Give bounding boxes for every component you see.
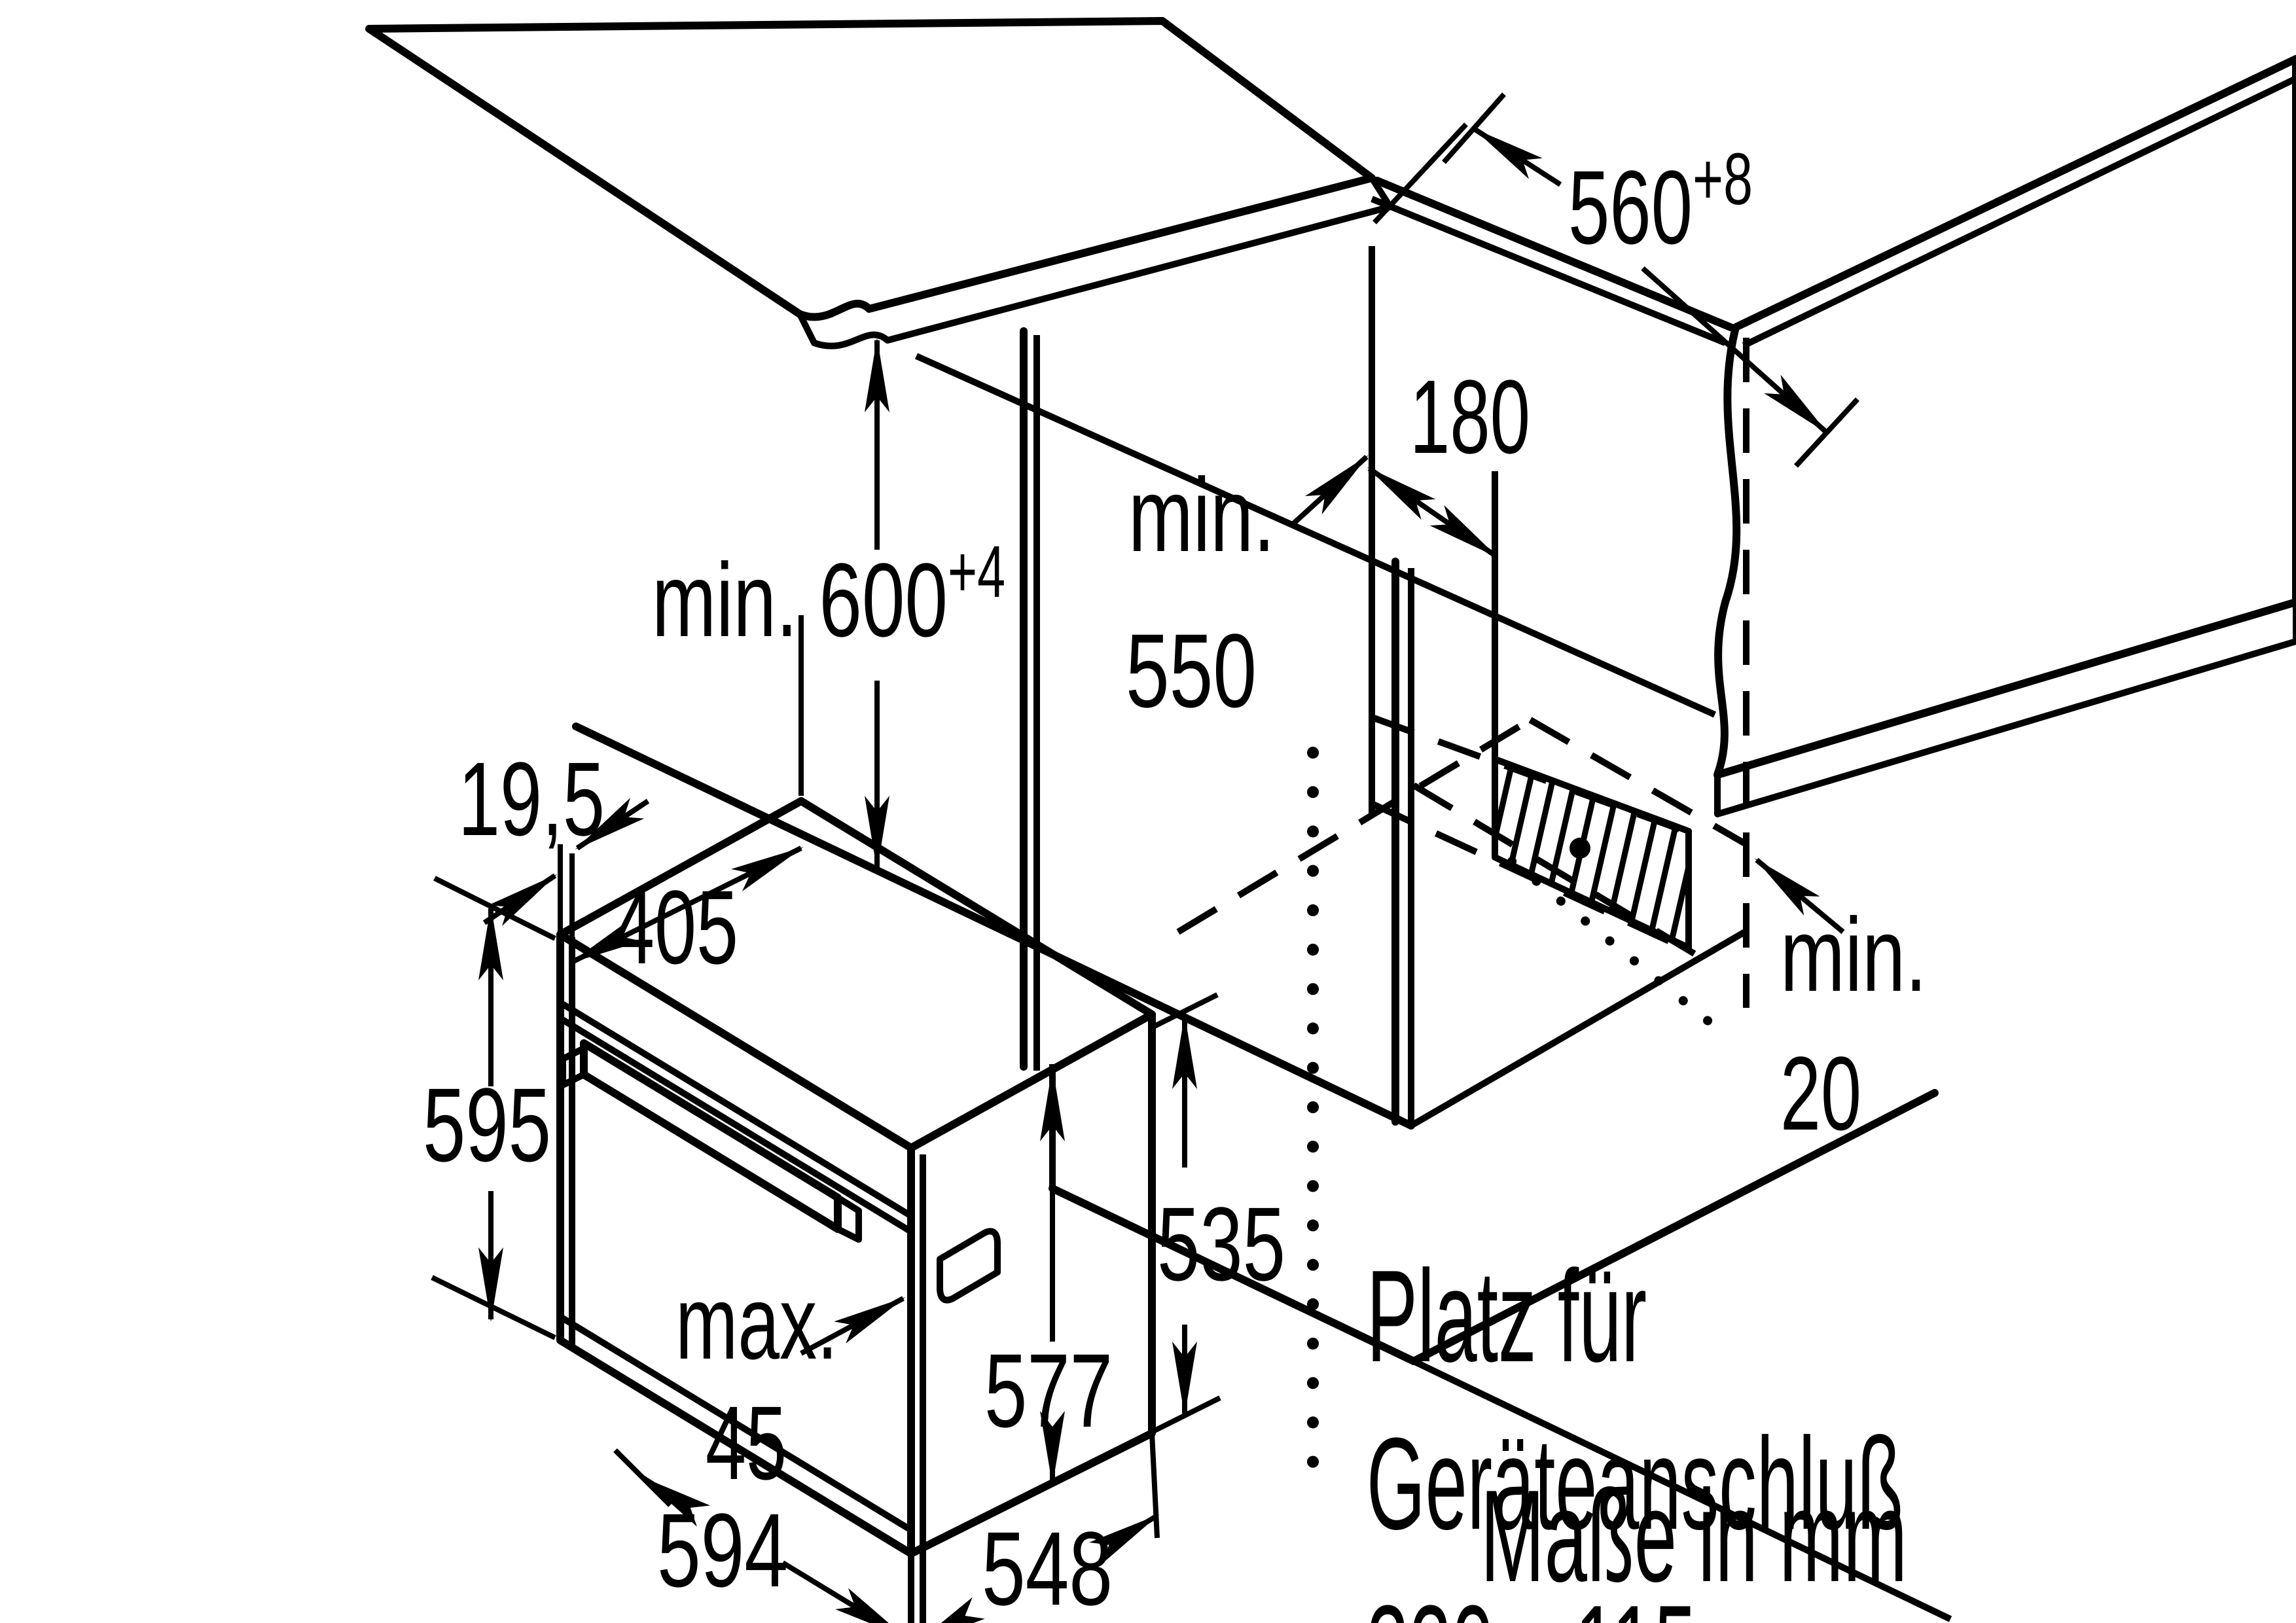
floor-dotted-line [1507,857,1735,1044]
label-top-depth: 405 [613,868,738,986]
label-door-overhang-2: 45 [706,1384,787,1501]
worktop-strip-behind [1714,599,2296,817]
label-niche-height: min. 600+4 [652,531,1005,658]
connection-area [1492,471,1692,951]
dimension-rear-height [1148,992,1221,1435]
dimension-body-depth [914,1513,1160,1623]
dimension-front-width [613,1448,906,1623]
side-grip-cutout [937,1228,1001,1304]
label-connection-offset: 180 [1410,358,1530,475]
niche-floor-right-edge [1409,929,1747,1129]
note-connection-line2: Geräteanschluß [1367,1411,1903,1557]
label-door-overhang-1: max. [675,1264,838,1381]
niche-floor-back-edge-dashed [1528,717,1748,847]
control-panel-line-lower [558,1015,913,1235]
niche-bottom-front-edge [572,722,1415,1130]
label-door-gap: 19,5 [458,740,605,857]
cabinet-bottom-side-edge [1412,1358,1952,1622]
oven-right-face [907,1010,1156,1558]
dimension-labels: 560+8 min. 600+4 min. 550 180 19,5 405 5… [423,138,1927,1623]
dimension-top-depth [569,615,804,965]
note-connection-line1: Platz für [1367,1243,1647,1389]
connection-area-hatching [1495,759,1689,948]
dimension-rear-clearance [1754,857,1845,935]
label-rear-clearance-2: 20 [1780,1035,1861,1152]
dimensions [431,92,1859,1623]
door-handle-bar [580,1039,842,1233]
worktop-top-surface [365,17,1376,321]
connection-point-dot [1570,838,1590,859]
rear-wall-panel [1713,55,2296,817]
notes: Platz für Geräteanschluß 320 x 115 Maße … [1367,1243,1907,1623]
dimension-niche-width [1372,92,1859,468]
door-handle-standoff-right [836,1194,862,1243]
label-niche-width: 560+8 [1568,138,1753,266]
worktop-front-edge-band [797,175,1393,349]
label-front-width: 594 [657,1491,788,1609]
oven-rear-corner-extension [1149,1433,1160,1539]
control-panel-line-upper [558,999,913,1219]
dimension-niche-depth [1290,455,1369,527]
door-bottom-inner-line [558,1313,913,1533]
connection-area-outline [1492,756,1692,951]
worktop-cut-underside-edge [914,353,1717,718]
label-body-height: 577 [984,1332,1113,1449]
label-niche-depth-2: 550 [1126,612,1257,729]
note-connection-line3: 320 x 115 [1367,1578,1696,1623]
niche-top-rear-edge-inner [1371,196,1727,346]
cabinet-bottom-front-edge [1049,1185,1418,1365]
label-body-depth: 548 [982,1510,1113,1623]
cabinet-bottom-rear-edge [1410,1089,1939,1365]
label-rear-clearance-1: min. [1780,896,1927,1013]
dimension-front-height [431,876,556,1340]
label-rear-height: 535 [1157,1185,1285,1302]
dimension-door-overhang [800,1296,906,1356]
rear-wall-surface [1713,55,2296,779]
label-front-height: 595 [423,1066,551,1183]
niche-top-rear-edge-outer [1373,177,1734,331]
rear-wall-top-edge-inner [1742,75,2296,349]
dimension-connection-offset [1367,466,1499,559]
note-units: Maße in mm [1480,1463,1907,1609]
label-niche-depth-1: min. [1128,456,1275,573]
